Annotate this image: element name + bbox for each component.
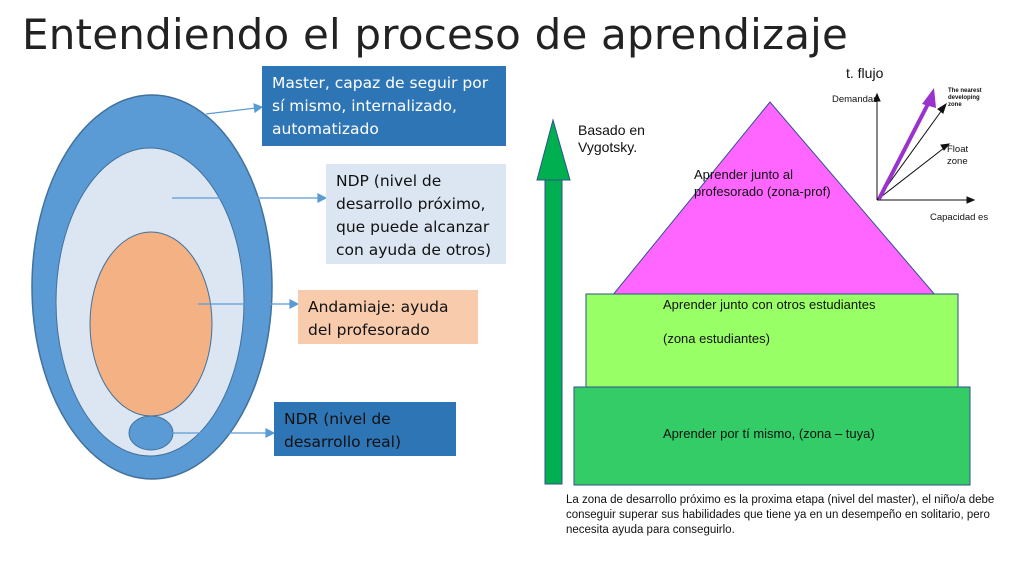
pyramid-middle-label-2: (zona estudiantes) <box>663 331 770 346</box>
pyramid-middle-block <box>585 293 959 389</box>
page-title: Entendiendo el proceso de aprendizaje <box>22 10 849 59</box>
caption-text: La zona de desarrollo próximo es la prox… <box>566 494 995 536</box>
pyramid-middle-label-1: Aprender junto con otros estudiantes <box>663 297 876 312</box>
flow-x-label: Capacidad es <box>930 212 989 223</box>
andamiaje-box: Andamiaje: ayuda del profesorado <box>298 290 478 344</box>
nearest-zone-arrow <box>877 88 936 200</box>
master-box: Master, capaz de seguir por sí mismo, in… <box>262 66 506 146</box>
growth-arrow <box>536 118 571 485</box>
vygotsky-label: Basado en Vygotsky. <box>578 122 645 155</box>
ndp-box: NDP (nivel de desarrollo próximo, que pu… <box>326 164 506 264</box>
small-ellipse <box>128 415 174 451</box>
flow-y-label: Demandas <box>832 94 878 105</box>
ndr-box: NDR (nivel de desarrollo real) <box>274 402 456 456</box>
nearest-zone-label: The nearest developing zone <box>948 88 982 108</box>
pyramid-top-label: Aprender junto al profesorado (zona-prof… <box>694 167 831 199</box>
float-zone-label: Float zone <box>947 144 969 167</box>
connector-master <box>205 107 257 115</box>
pyramid-bottom-block <box>573 386 971 486</box>
pyramid-bottom-label: Aprender por tí mismo, (zona – tuya) <box>663 426 875 441</box>
inner-ellipse <box>89 231 213 417</box>
flow-title: t. flujo <box>846 65 884 81</box>
